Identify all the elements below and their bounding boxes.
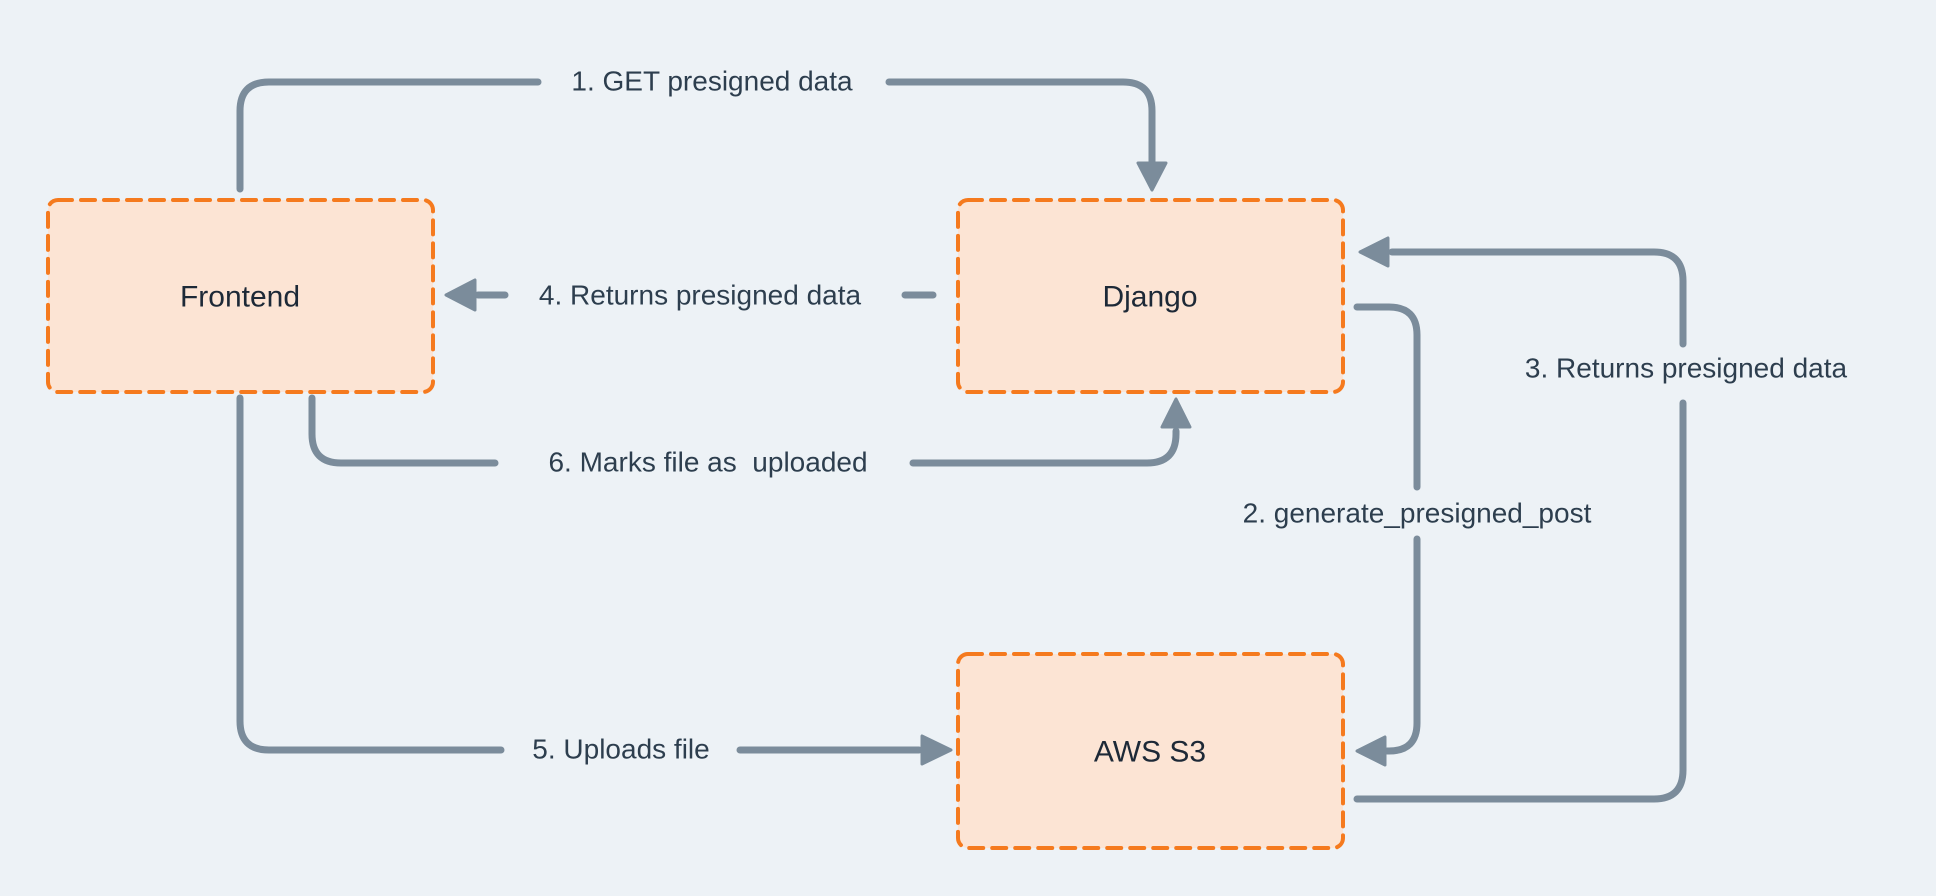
flow-5-line-start [236, 394, 505, 754]
flow-3-arrowhead-left-icon [1358, 236, 1390, 268]
aws-s3-node-box [956, 652, 1345, 850]
flow-2-line-end [1383, 535, 1421, 755]
flow-5-label: 5. Uploads file [532, 734, 709, 765]
aws-s3-node-label: AWS S3 [1094, 736, 1206, 769]
flow-6-line-start [308, 394, 499, 467]
flow-2-arrowhead-left-icon [1355, 735, 1387, 767]
flow-6-arrowhead-up-icon [1160, 397, 1192, 429]
frontend-node-box [46, 198, 435, 394]
frontend-node-label: Frontend [180, 281, 300, 314]
django-node-box [956, 198, 1345, 394]
flow-1-line-start [236, 78, 542, 193]
flow-2-label: 2. generate_presigned_post [1243, 498, 1592, 529]
flow-1-arrowhead-down-icon [1136, 161, 1168, 192]
flow-1-label: 1. GET presigned data [571, 66, 853, 97]
flow-3-line-end [1388, 248, 1687, 348]
flow-6-label: 6. Marks file as uploaded [548, 447, 867, 478]
flow-2-line-start [1353, 303, 1421, 491]
flow-3-label: 3. Returns presigned data [1525, 353, 1848, 384]
flow-5-arrowhead-right-icon [920, 734, 953, 766]
flow-3-line-start [1353, 399, 1687, 803]
flow-6-line-end [909, 427, 1180, 467]
flow-1-line-end [885, 78, 1156, 166]
flow-4-arrowhead-left-icon [444, 278, 477, 312]
flow-4-label: 4. Returns presigned data [539, 280, 862, 311]
django-node-label: Django [1102, 281, 1197, 314]
